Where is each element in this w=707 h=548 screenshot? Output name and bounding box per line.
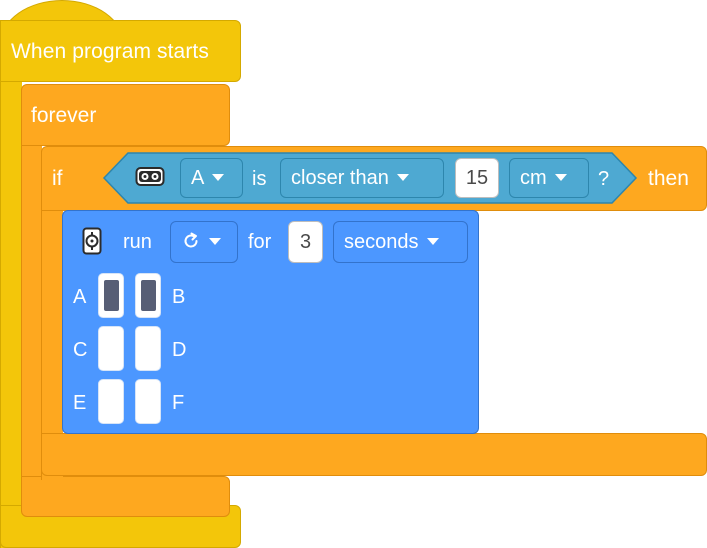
port-d-toggle[interactable]: [135, 326, 161, 371]
distance-value-input[interactable]: 15: [455, 158, 499, 198]
port-e-toggle[interactable]: [98, 379, 124, 424]
port-b-toggle[interactable]: [135, 273, 161, 318]
unit-dropdown[interactable]: cm: [509, 158, 589, 198]
is-label: is: [252, 168, 267, 190]
port-c-toggle[interactable]: [98, 326, 124, 371]
motor-icon: [82, 227, 102, 255]
port-label-b: B: [172, 286, 186, 308]
forever-label: forever: [31, 104, 97, 127]
chevron-down-icon: [209, 237, 221, 245]
port-label-a: A: [73, 286, 87, 308]
question-mark: ?: [598, 168, 610, 190]
port-label-f: F: [172, 392, 185, 414]
if-block-spine: [41, 200, 63, 480]
forever-block[interactable]: [21, 84, 230, 146]
event-block[interactable]: [0, 20, 241, 82]
sensor-port-value: A: [191, 167, 205, 189]
port-f-toggle[interactable]: [135, 379, 161, 424]
port-selected-fill: [104, 280, 119, 311]
comparison-value: closer than: [291, 167, 389, 189]
port-label-c: C: [73, 339, 88, 361]
chevron-down-icon: [426, 237, 439, 245]
duration-unit-value: seconds: [344, 231, 419, 253]
run-label: run: [123, 231, 152, 253]
chevron-down-icon: [396, 173, 409, 181]
duration-unit-dropdown[interactable]: seconds: [333, 221, 468, 263]
direction-dropdown[interactable]: [170, 221, 238, 263]
port-a-toggle[interactable]: [98, 273, 124, 318]
port-label-d: D: [172, 339, 187, 361]
forever-block-bottom: [21, 476, 230, 517]
comparison-dropdown[interactable]: closer than: [280, 158, 444, 198]
event-block-spine: [0, 60, 22, 548]
chevron-down-icon: [212, 173, 225, 181]
clockwise-icon: [184, 232, 198, 248]
sensor-port-dropdown[interactable]: A: [180, 158, 243, 198]
unit-value: cm: [520, 167, 547, 189]
if-label: if: [52, 167, 63, 190]
event-block-title: When program starts: [11, 40, 209, 63]
chevron-down-icon: [554, 173, 567, 181]
port-selected-fill: [141, 280, 156, 311]
if-block-bottom: [41, 433, 707, 476]
then-label: then: [648, 167, 689, 190]
duration-input[interactable]: 3: [288, 221, 323, 263]
distance-sensor-icon: [135, 167, 165, 186]
for-label: for: [248, 231, 272, 253]
forever-block-spine: [21, 130, 42, 490]
port-label-e: E: [73, 392, 87, 414]
